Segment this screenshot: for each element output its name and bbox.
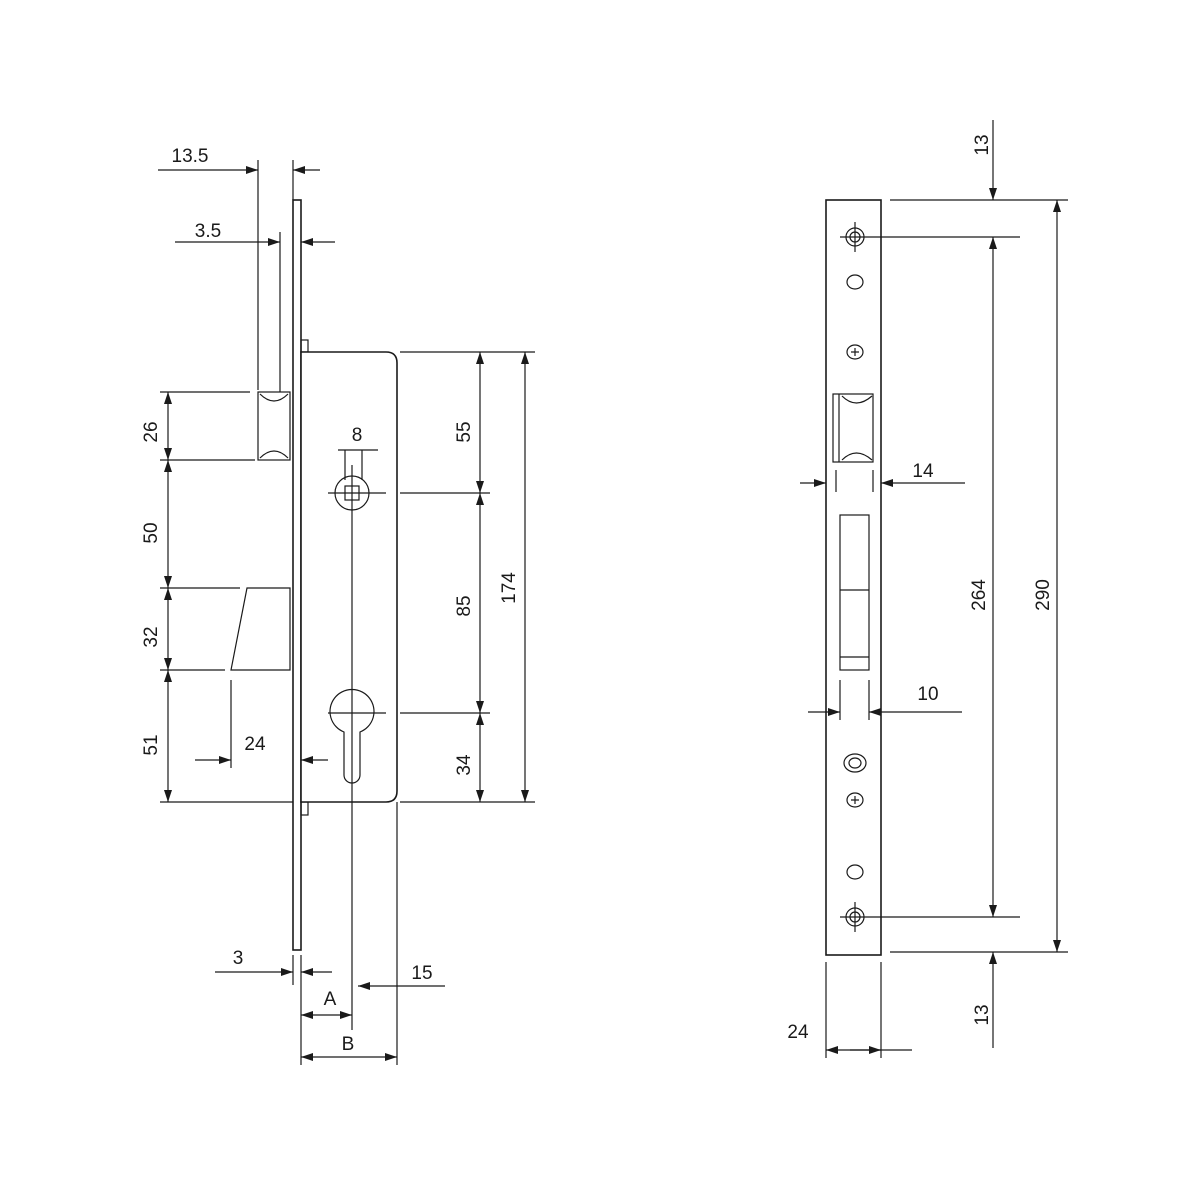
- dim-spindle-square: 8: [352, 425, 363, 446]
- dim-backset-a: A: [324, 989, 337, 1010]
- dim-bolt-to-bottom: 51: [141, 734, 162, 755]
- dim-latch-width: 14: [912, 461, 934, 482]
- bottom-tab: [300, 801, 309, 816]
- dim-screw-spacing: 264: [969, 579, 990, 611]
- dim-top-margin: 13: [972, 134, 993, 155]
- hole-top: [846, 274, 864, 290]
- dim-bolt-width: 10: [917, 684, 938, 705]
- dim-faceplate-offset: 3.5: [195, 221, 221, 242]
- faceplate: [292, 199, 302, 951]
- front-view: 14 10 13 264 290 13 24: [787, 120, 1068, 1058]
- dim-spindle-to-cylinder: 85: [454, 595, 475, 616]
- screw-top-icon: [840, 222, 870, 252]
- hole-bottom: [846, 864, 864, 880]
- dim-case-depth-b: B: [342, 1034, 355, 1055]
- phillips-screw-top-icon: [846, 344, 864, 360]
- top-tab: [300, 339, 309, 353]
- dim-latch-to-bolt: 50: [141, 522, 162, 543]
- dim-backset-total: 13.5: [172, 146, 209, 167]
- phillips-screw-bottom-icon: [846, 792, 864, 808]
- lock-case: [300, 351, 398, 803]
- faceplate-front: [825, 199, 882, 956]
- dim-faceplate-width: 24: [787, 1022, 809, 1043]
- dim-faceplate-length: 290: [1033, 579, 1054, 611]
- bolt-front: [839, 514, 870, 671]
- dim-faceplate-thickness: 3: [233, 948, 244, 969]
- cylinder-hole: [328, 688, 386, 784]
- dead-bolt: [230, 587, 291, 671]
- screw-bottom-icon: [840, 902, 870, 932]
- dim-top-to-spindle: 55: [454, 421, 475, 442]
- latch-bolt: [257, 391, 291, 461]
- dim-latch-height: 26: [141, 421, 162, 442]
- side-view: 8 26 50 32 51 55 85 34 174 13.5: [141, 146, 535, 1065]
- dim-cylinder-to-bottom: 34: [454, 754, 475, 776]
- dim-bottom-margin: 13: [972, 1004, 993, 1025]
- ring-screw-icon: [843, 753, 867, 773]
- dim-bolt-height: 32: [141, 626, 162, 647]
- dim-bolt-throw: 24: [244, 734, 266, 755]
- dim-cylinder-edge: 15: [411, 963, 432, 984]
- latch-front: [832, 393, 874, 463]
- dim-case-height: 174: [499, 572, 520, 604]
